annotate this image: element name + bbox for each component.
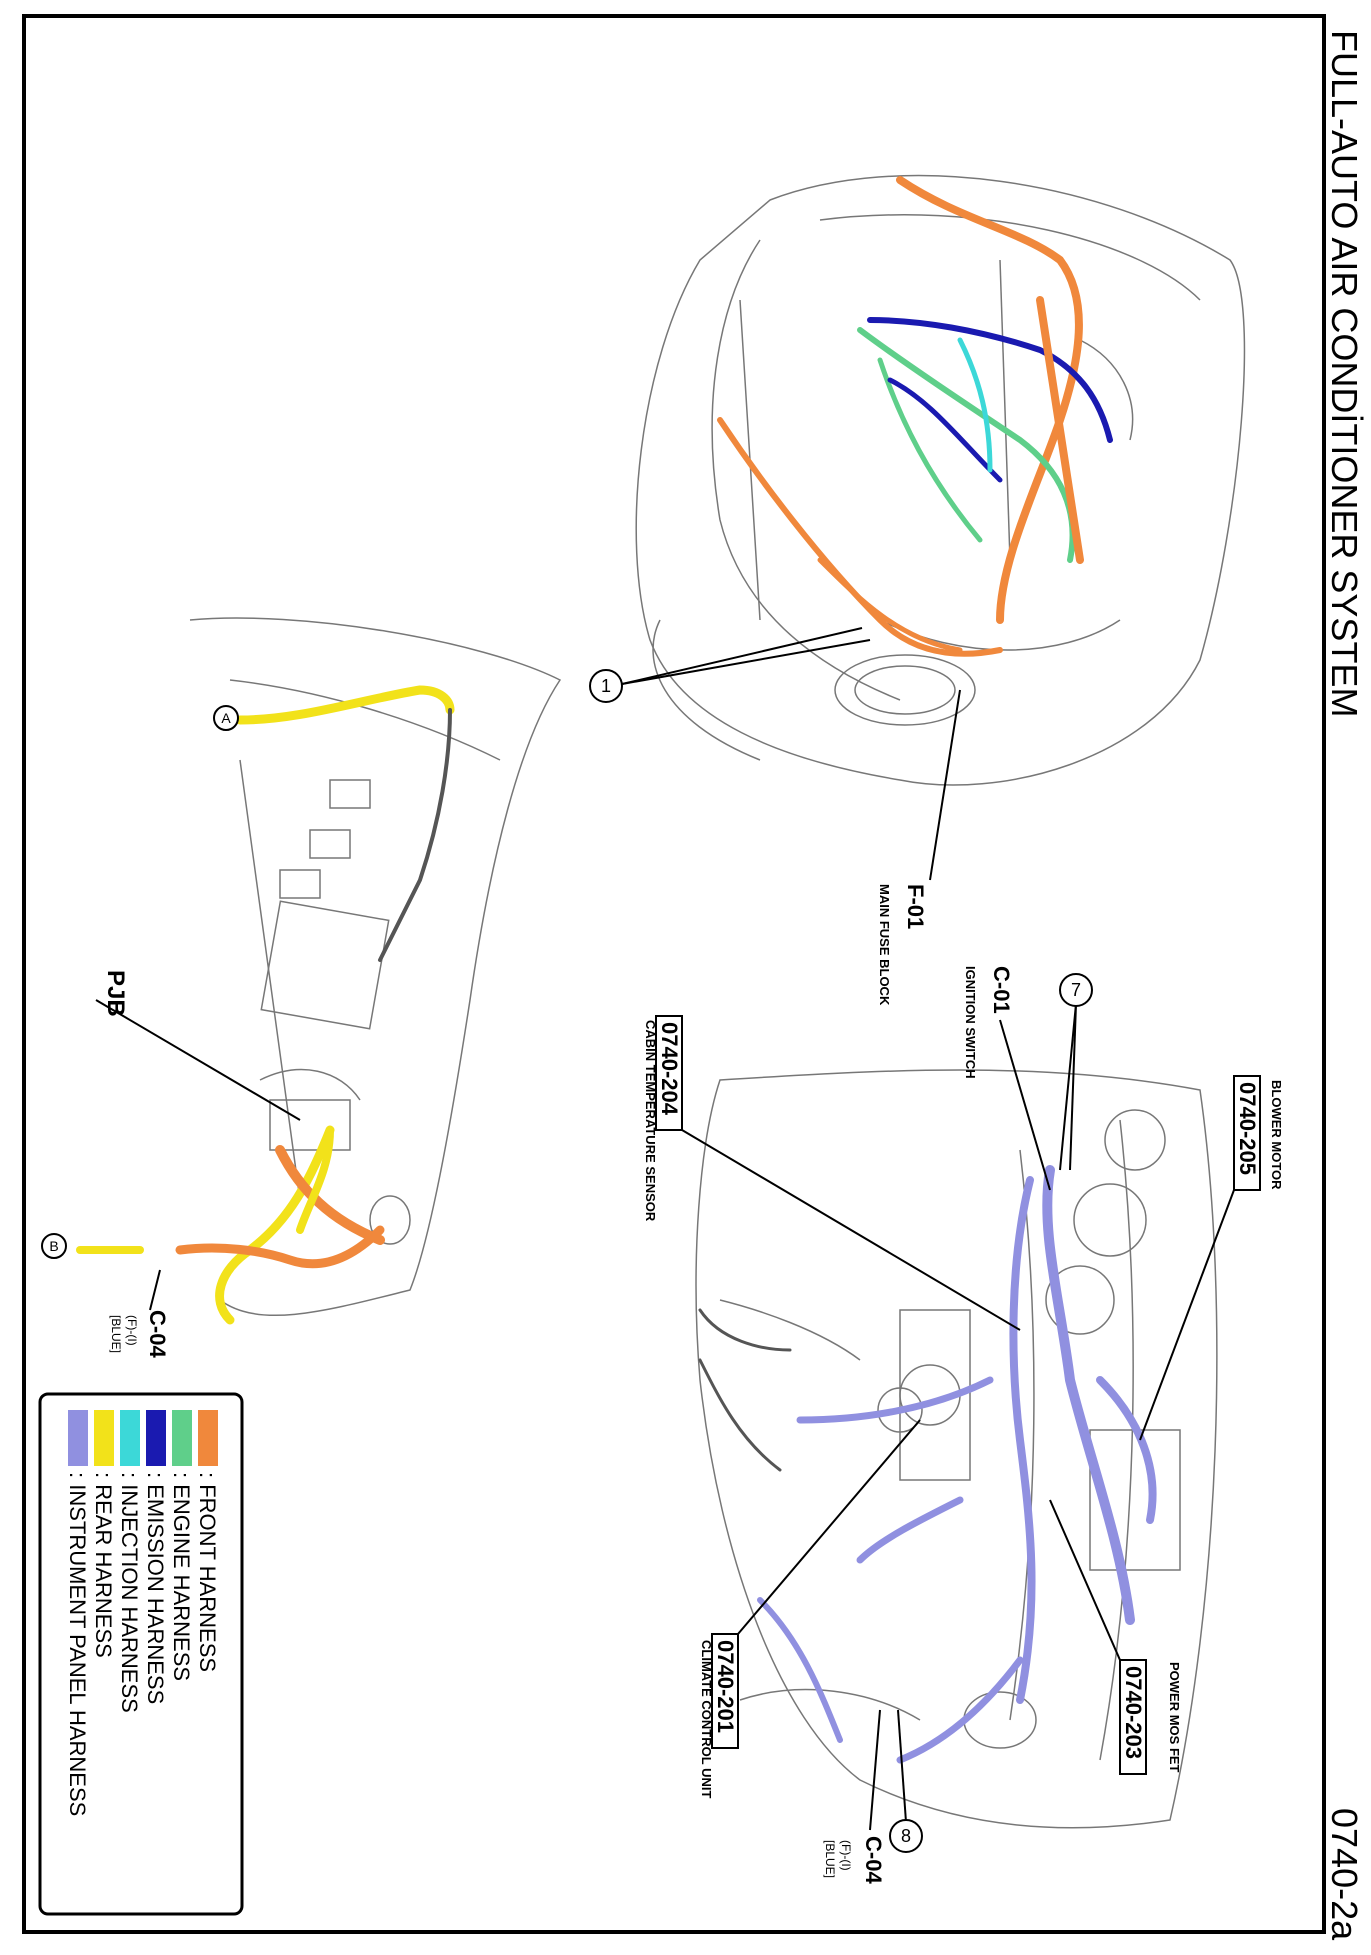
rear-harnesses: [76, 685, 455, 1325]
page-code: 0740-2a: [1324, 1808, 1365, 1941]
callout-b-label: B: [49, 1238, 58, 1254]
callout-b: B: [41, 1233, 67, 1259]
callout-8: 8: [889, 1709, 923, 1853]
legend-box: [38, 1392, 244, 1916]
c04-panel-label: C-04 (F)-(I) [BLUE]: [823, 1709, 886, 1884]
callout-8-label: 8: [901, 1826, 911, 1846]
cabin-sensor-name: CABIN TEMPERATURE SENSOR: [643, 1020, 658, 1222]
legend-label: : ENGINE HARNESS: [169, 1472, 194, 1681]
climate-unit-name: CLIMATE CONTROL UNIT: [699, 1640, 714, 1798]
page-title: FULL-AUTO AIR CONDİTIONER SYSTEM: [1324, 30, 1365, 717]
pjb-label: PJB: [95, 970, 301, 1121]
callout-a-label: A: [221, 710, 231, 726]
legend-swatch: [172, 1410, 192, 1466]
harness-legend: : FRONT HARNESS: ENGINE HARNESS: EMISSIO…: [38, 1392, 244, 1916]
c04-panel-pin: (F)-(I): [839, 1840, 853, 1871]
c01-code: C-01: [989, 966, 1014, 1014]
legend-label: : FRONT HARNESS: [195, 1472, 220, 1672]
c04-rear-label: C-04 (F)-(I) [BLUE]: [109, 1269, 170, 1358]
power-mosfet-name: POWER MOS FET: [1167, 1662, 1182, 1773]
c01-ignition-switch-label: C-01 IGNITION SWITCH: [963, 966, 1051, 1191]
rear-body-drawing: [189, 617, 562, 1316]
c04-rear-code: C-04: [145, 1310, 170, 1358]
f01-name: MAIN FUSE BLOCK: [877, 884, 892, 1006]
c04-panel-code: C-04: [861, 1836, 886, 1884]
c04-panel-color: [BLUE]: [823, 1840, 837, 1878]
callout-1-label: 1: [601, 676, 611, 696]
engine-bay-drawing: [635, 174, 1246, 786]
legend-label: : INSTRUMENT PANEL HARNESS: [65, 1472, 90, 1816]
c04-rear-pin: (F)-(I): [125, 1315, 139, 1346]
legend-label: : INJECTION HARNESS: [117, 1472, 142, 1713]
pjb-text: PJB: [102, 970, 129, 1017]
instrument-panel-harness: [698, 1165, 1157, 1764]
callout-a: A: [213, 705, 239, 731]
power-mosfet-code: 0740-203: [1121, 1666, 1146, 1759]
engine-bay-harnesses: [717, 176, 1113, 657]
page-border: [22, 14, 1326, 1934]
blower-motor-name: BLOWER MOTOR: [1269, 1080, 1284, 1190]
legend-label: : EMISSION HARNESS: [143, 1472, 168, 1704]
legend-label: : REAR HARNESS: [91, 1472, 116, 1658]
legend-swatch: [94, 1410, 114, 1466]
c04-rear-color: [BLUE]: [109, 1315, 123, 1353]
cabin-temperature-sensor-label: 0740-204 CABIN TEMPERATURE SENSOR: [643, 1015, 1021, 1331]
legend-swatch: [68, 1410, 88, 1466]
legend-swatch: [120, 1410, 140, 1466]
callout-1: 1: [589, 627, 871, 703]
blower-motor-label: BLOWER MOTOR 0740-205: [1139, 1075, 1284, 1441]
legend-swatch: [146, 1410, 166, 1466]
c01-name: IGNITION SWITCH: [963, 966, 978, 1079]
f01-main-fuse-block-label: F-01 MAIN FUSE BLOCK: [877, 689, 961, 1006]
legend-swatch: [198, 1410, 218, 1466]
callout-7-label: 7: [1071, 980, 1081, 1000]
climate-control-unit-label: 0740-201 CLIMATE CONTROL UNIT: [699, 1419, 921, 1798]
climate-unit-code: 0740-201: [713, 1640, 738, 1733]
f01-code: F-01: [903, 884, 928, 929]
callout-7: 7: [1059, 973, 1093, 1171]
blower-motor-code: 0740-205: [1235, 1082, 1260, 1175]
cabin-sensor-code: 0740-204: [657, 1022, 682, 1116]
power-mosfet-label: POWER MOS FET 0740-203: [1049, 1499, 1182, 1775]
